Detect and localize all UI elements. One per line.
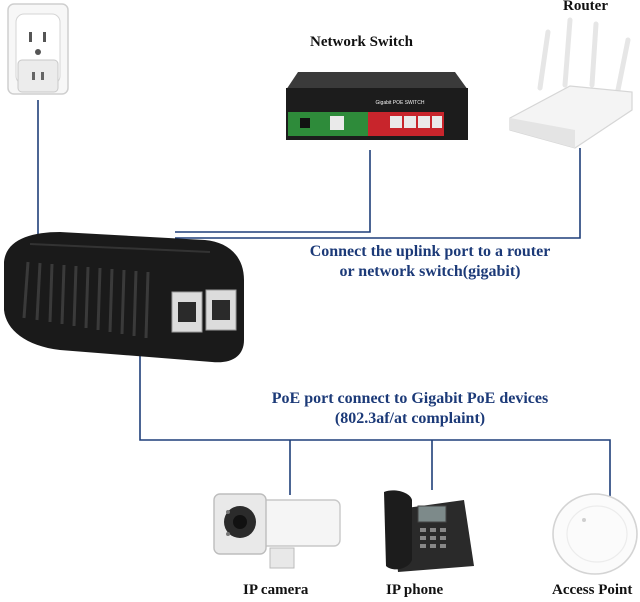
injector-to-devices-line <box>139 345 611 500</box>
network-switch-icon: Gigabit POE SWITCH <box>286 72 468 140</box>
poe-caption-line2: (802.3af/at complaint) <box>334 410 486 427</box>
access-point-label: Access Point <box>552 582 633 598</box>
switch-brand-text: Gigabit POE SWITCH <box>376 100 425 106</box>
ip-camera-icon <box>213 493 341 569</box>
wall-outlet-icon <box>7 3 69 95</box>
access-point-icon <box>552 493 638 575</box>
uplink-caption-line1: Connect the uplink port to a router <box>309 243 551 260</box>
poe-caption-line1: PoE port connect to Gigabit PoE devices <box>271 390 549 407</box>
ip-phone-label: IP phone <box>386 582 444 598</box>
switch-to-injector-line <box>175 150 371 233</box>
ip-phone-icon <box>384 490 474 572</box>
poe-injector-icon <box>4 232 244 363</box>
network-switch-label: Network Switch <box>310 34 413 50</box>
router-to-injector-line <box>175 148 581 239</box>
connection-lines <box>37 100 611 500</box>
ip-camera-label: IP camera <box>243 582 309 598</box>
router-label: Router <box>563 0 608 14</box>
uplink-caption-line2: or network switch(gigabit) <box>339 263 521 280</box>
router-icon <box>509 17 633 149</box>
